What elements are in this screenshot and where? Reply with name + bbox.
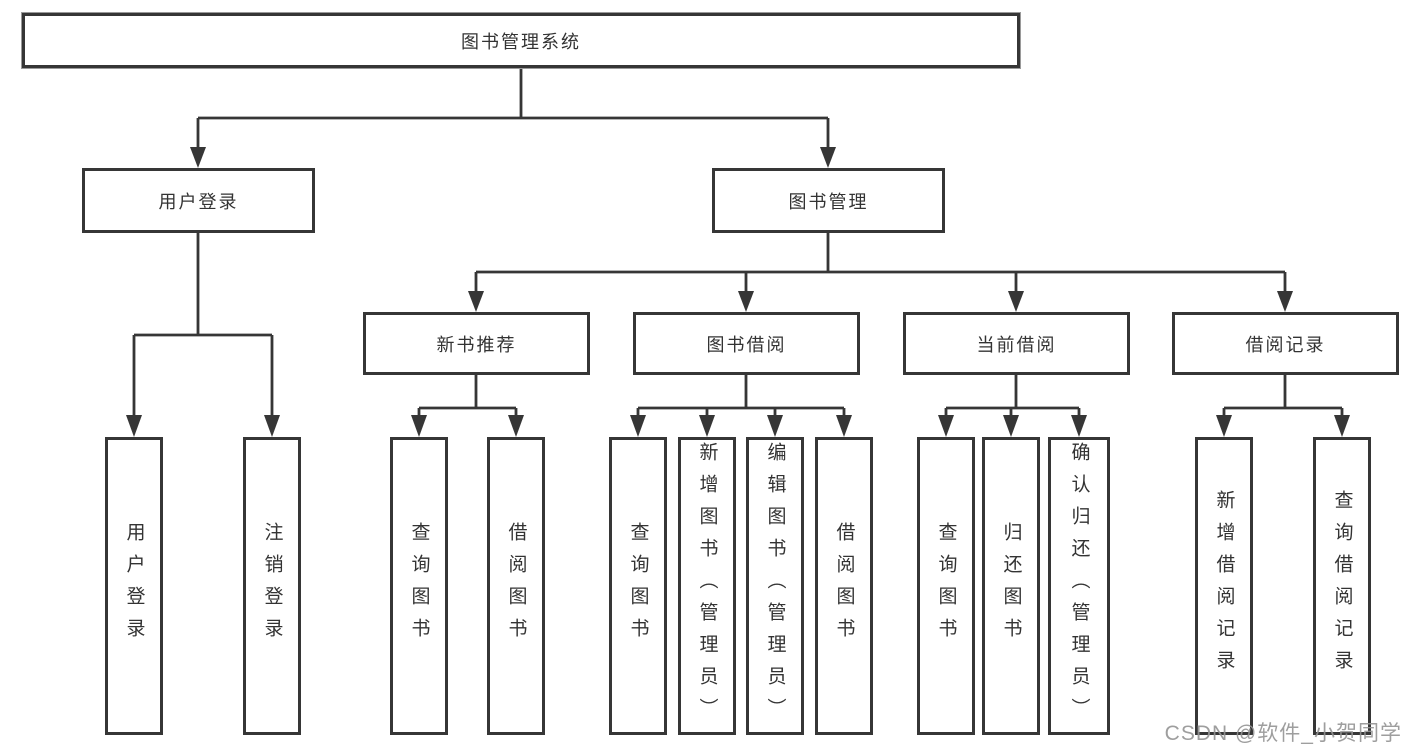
leaf-current-return-books: 归还图书 (982, 437, 1040, 735)
node-book-management: 图书管理 (712, 168, 945, 233)
leaf-label: 注销登录 (261, 522, 283, 650)
leaf-label: 新增图书（管理员） (696, 442, 718, 730)
node-book-borrow: 图书借阅 (633, 312, 860, 375)
leaf-label: 借阅图书 (833, 522, 855, 650)
leaf-current-confirm-return-admin: 确认归还（管理员） (1048, 437, 1110, 735)
leaf-user-login: 用户登录 (105, 437, 163, 735)
node-user-login: 用户登录 (82, 168, 315, 233)
leaf-label: 确认归还（管理员） (1068, 442, 1090, 730)
leaf-label: 新增借阅记录 (1213, 490, 1235, 682)
leaf-label: 归还图书 (1000, 522, 1022, 650)
leaf-borrow-add-books-admin: 新增图书（管理员） (678, 437, 736, 735)
node-library-management-system: 图书管理系统 (22, 13, 1020, 68)
node-label: 用户登录 (158, 191, 239, 212)
leaf-label: 借阅图书 (505, 522, 527, 650)
node-label: 图书管理系统 (461, 31, 581, 52)
node-label: 当前借阅 (976, 334, 1057, 355)
leaf-label: 查询图书 (408, 522, 430, 650)
node-borrow-record: 借阅记录 (1172, 312, 1399, 375)
leaf-borrow-query-books: 查询图书 (609, 437, 667, 735)
csdn-watermark: CSDN @软件_小贺同学 (1164, 722, 1402, 745)
leaf-recommend-query-books: 查询图书 (390, 437, 448, 735)
leaf-record-add-borrow-record: 新增借阅记录 (1195, 437, 1253, 735)
leaf-borrow-borrow-books: 借阅图书 (815, 437, 873, 735)
arrowheads (126, 147, 1350, 437)
node-current-borrow: 当前借阅 (903, 312, 1130, 375)
node-label: 借阅记录 (1245, 334, 1326, 355)
leaf-current-query-books: 查询图书 (917, 437, 975, 735)
leaf-label: 编辑图书（管理员） (764, 442, 786, 730)
leaf-label: 查询图书 (627, 522, 649, 650)
node-label: 图书借阅 (706, 334, 787, 355)
node-label: 新书推荐 (436, 334, 517, 355)
leaf-label: 查询图书 (935, 522, 957, 650)
leaf-label: 用户登录 (123, 522, 145, 650)
leaf-recommend-borrow-books: 借阅图书 (487, 437, 545, 735)
leaf-logout: 注销登录 (243, 437, 301, 735)
node-label: 图书管理 (788, 191, 869, 212)
leaf-borrow-edit-books-admin: 编辑图书（管理员） (746, 437, 804, 735)
leaf-record-query-borrow-record: 查询借阅记录 (1313, 437, 1371, 735)
node-new-book-recommend: 新书推荐 (363, 312, 590, 375)
leaf-label: 查询借阅记录 (1331, 490, 1353, 682)
